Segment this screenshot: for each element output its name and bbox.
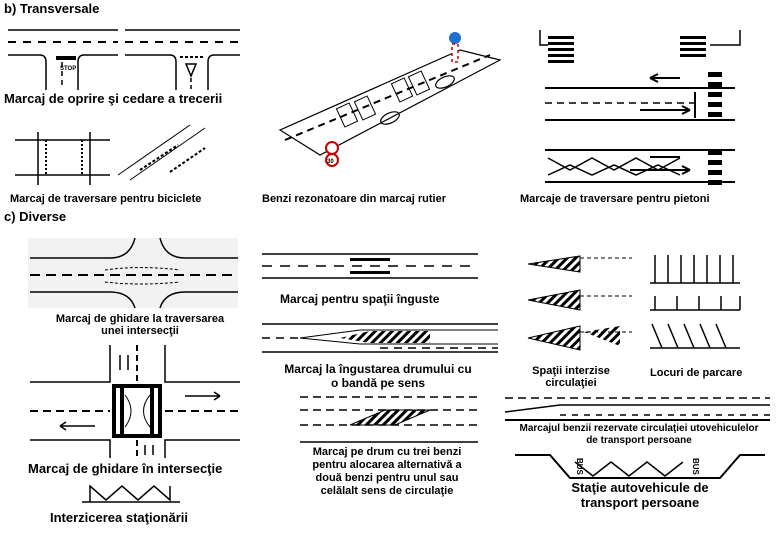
caption-trei-benzi-2: pentru alocarea alternativă a [312, 459, 462, 471]
stop-yield-junction-drawing: STOP [8, 29, 240, 90]
no-standing-zigzag-drawing [82, 484, 180, 503]
pedestrian-crossings-drawing [539, 30, 741, 185]
caption-statie-2: transport persoane [580, 495, 700, 510]
caption-pietoni: Marcaje de traversare pentru pietoni [520, 193, 710, 205]
parking-places-drawing [650, 255, 741, 349]
caption-banda-transport-1: Marcajul benzii rezervate circulaţiei ut… [519, 423, 759, 434]
caption-locuri-parcare: Locuri de parcare [650, 367, 743, 379]
bus-marking-right: BUS [691, 458, 700, 476]
caption-biciclete: Marcaj de traversare pentru biciclete [10, 193, 202, 205]
rumble-strips-drawing: 30 [278, 32, 502, 167]
caption-ingustare-1: Marcaj la îngustarea drumului cu [284, 362, 472, 376]
road-narrowing-drawing [262, 323, 498, 353]
caption-trei-benzi-1: Marcaj pe drum cu trei benzi [312, 446, 462, 458]
caption-ghidare-traversare-1: Marcaj de ghidare la traversarea [55, 313, 225, 325]
bus-stop-drawing: BUS BUS [515, 454, 765, 479]
bus-lane-drawing [504, 397, 770, 421]
bus-marking-left: BUS [575, 458, 584, 476]
caption-trei-benzi-3: două benzi pentru unul sau [315, 472, 459, 484]
caption-ghidare-intersectie: Marcaj de ghidare în intersecţie [28, 461, 223, 476]
caption-spatii-inguste: Marcaj pentru spaţii înguste [280, 292, 440, 306]
bike-crossing-drawing [15, 124, 206, 185]
caption-rezonatoare: Benzi rezonatoare din marcaj rutier [262, 193, 446, 205]
caption-oprire: Marcaj de oprire şi cedare a trecerii [4, 91, 223, 106]
caption-ghidare-traversare-2: unei intersecţii [101, 325, 179, 337]
forbidden-spaces-drawing [527, 255, 632, 351]
caption-trei-benzi-4: celălalt sens de circulaţie [320, 485, 454, 497]
section-transversale: b) Transversale [4, 1, 100, 16]
intersection-lanes-drawing [30, 345, 240, 458]
caption-banda-transport-2: de transport persoane [586, 435, 692, 446]
narrow-space-drawing [262, 253, 478, 279]
caption-spatii-interzise-2: circulaţiei [545, 377, 597, 389]
intersection-guidance-drawing [28, 237, 238, 309]
three-lane-road-drawing [300, 396, 478, 443]
section-diverse: c) Diverse [4, 209, 67, 224]
caption-statie-1: Staţie autovehicule de [571, 480, 709, 495]
speed-sign-number: 30 [327, 159, 334, 165]
caption-interzicere: Interzicerea staţionării [50, 510, 188, 525]
caption-ingustare-2: o bandă pe sens [330, 376, 426, 390]
caption-spatii-interzise-1: Spaţii interzise [532, 365, 610, 377]
stop-road-text: STOP [60, 66, 76, 72]
